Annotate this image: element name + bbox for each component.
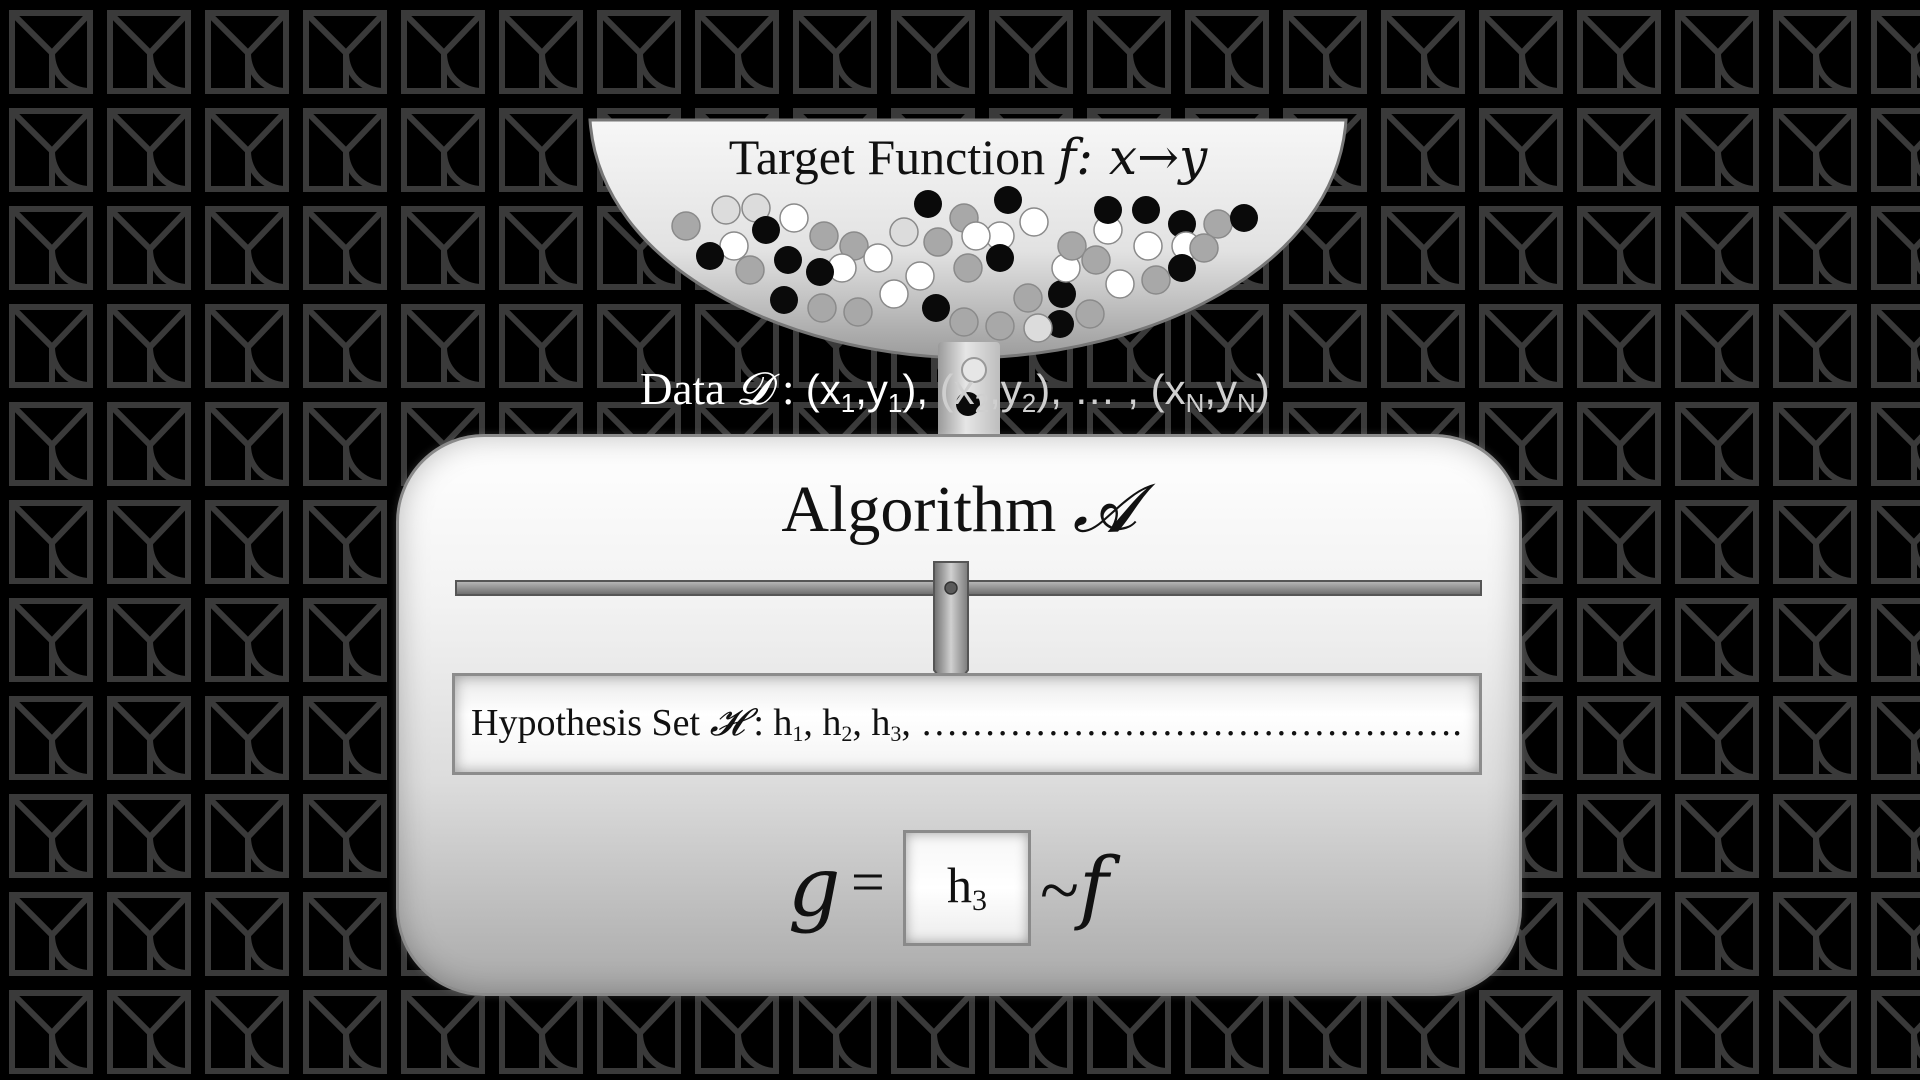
data-prefix: Data: [640, 364, 725, 414]
data-pair-2: (x: [928, 366, 975, 413]
data-pair-1-x-sub: 1: [840, 388, 856, 418]
result-g-symbol: g: [788, 840, 841, 935]
hypothesis-label: Hypothesis Set: [471, 702, 701, 744]
data-ball: [1081, 245, 1111, 275]
target-function-label: Target Function: [728, 129, 1046, 185]
data-pair-1-close: ),: [902, 366, 928, 413]
data-ball: [986, 244, 1014, 272]
data-ball: [752, 216, 780, 244]
result-equals: =: [851, 849, 885, 915]
data-ball: [985, 311, 1015, 341]
data-ball: [994, 186, 1022, 214]
chute-balls: [956, 357, 987, 416]
hypothesis-h1-sub: 1: [792, 721, 804, 746]
hypothesis-set-text: Hypothesis Set 𝓗 : h1, h2, h3, …………………………: [471, 700, 1462, 747]
data-pair-2-mid: ,y: [989, 366, 1022, 413]
data-ball: [922, 294, 950, 322]
data-ball: [923, 227, 953, 257]
data-ball: [1189, 233, 1219, 263]
hypothesis-set-box: [452, 673, 1482, 775]
data-ball: [1168, 210, 1196, 238]
hypothesis-h2: , h: [803, 702, 842, 744]
data-pair-1-mid: ,y: [855, 366, 888, 413]
data-ball: [1168, 254, 1196, 282]
hypothesis-h-symbol: 𝓗: [709, 700, 744, 744]
algorithm-a-symbol: 𝓐: [1072, 470, 1137, 547]
data-ball: [696, 242, 724, 270]
data-ball: [1094, 196, 1122, 224]
data-balls: [671, 186, 1258, 343]
data-ball: [905, 261, 935, 291]
data-ball: [711, 195, 741, 225]
result-approx: ~f: [1040, 840, 1109, 933]
data-ball: [1013, 283, 1043, 313]
algorithm-label: Algorithm: [781, 473, 1057, 546]
data-ball: [914, 190, 942, 218]
data-ball: [843, 297, 873, 327]
data-pair-n-close: ): [1255, 366, 1270, 413]
data-pair-n: ), … , (x: [1036, 366, 1186, 413]
hypothesis-h3: , h: [852, 702, 891, 744]
data-ball: [735, 255, 765, 285]
data-ball: [1230, 204, 1258, 232]
result-f-symbol: f: [1078, 840, 1109, 933]
data-pair-1: (x: [805, 366, 841, 413]
data-ball: [1133, 231, 1163, 261]
selected-hypothesis-box: [903, 830, 1031, 946]
hypothesis-h3-sub: 3: [890, 721, 902, 746]
data-d-symbol: 𝓓: [736, 362, 771, 415]
data-ball: [953, 253, 983, 283]
hypothesis-h2-sub: 2: [841, 721, 853, 746]
data-ball: [779, 203, 809, 233]
data-pair-2-x-sub: 2: [974, 388, 990, 418]
data-ball: [1075, 299, 1105, 329]
selected-hypothesis-sub: 3: [972, 884, 987, 917]
selected-hypothesis-base: h: [947, 857, 972, 913]
data-ball: [719, 231, 749, 261]
data-ball: [770, 286, 798, 314]
data-ball: [1132, 196, 1160, 224]
data-pair-2-y-sub: 2: [1021, 388, 1037, 418]
data-pair-n-mid: ,y: [1204, 366, 1238, 413]
data-ball: [1141, 265, 1171, 295]
hypothesis-ellipsis: , …………………………………….: [901, 702, 1462, 744]
data-ball: [949, 307, 979, 337]
data-ball: [1046, 310, 1074, 338]
data-pair-n-x-sub: N: [1185, 388, 1205, 418]
data-separator: :: [770, 364, 806, 414]
approx-symbol: ~: [1040, 850, 1079, 930]
data-label: Data 𝓓 : (x1,y1), (x2,y2), … , (xN,yN): [640, 362, 1270, 419]
data-ball: [807, 293, 837, 323]
selected-hypothesis: h3: [903, 856, 1031, 918]
data-ball: [1105, 269, 1135, 299]
target-function-title: Target Function f: x→y: [588, 128, 1348, 186]
data-ball: [879, 279, 909, 309]
data-ball: [889, 217, 919, 247]
data-pair-1-y-sub: 1: [887, 388, 903, 418]
data-ball: [1023, 313, 1053, 343]
hypothesis-h1: : h: [743, 702, 793, 744]
data-ball: [961, 221, 991, 251]
target-f-symbol: f: [1057, 128, 1077, 186]
data-ball: [1048, 280, 1076, 308]
data-ball: [806, 258, 834, 286]
algorithm-title: Algorithm 𝓐: [396, 470, 1522, 549]
data-ball: [671, 211, 701, 241]
target-mapping: : x→y: [1076, 128, 1208, 186]
data-pair-n-y-sub: N: [1237, 388, 1256, 418]
data-ball: [1019, 207, 1049, 237]
data-ball: [863, 243, 893, 273]
data-ball: [809, 221, 839, 251]
data-ball: [1057, 231, 1087, 261]
data-ball: [1203, 209, 1233, 239]
data-ball: [774, 246, 802, 274]
